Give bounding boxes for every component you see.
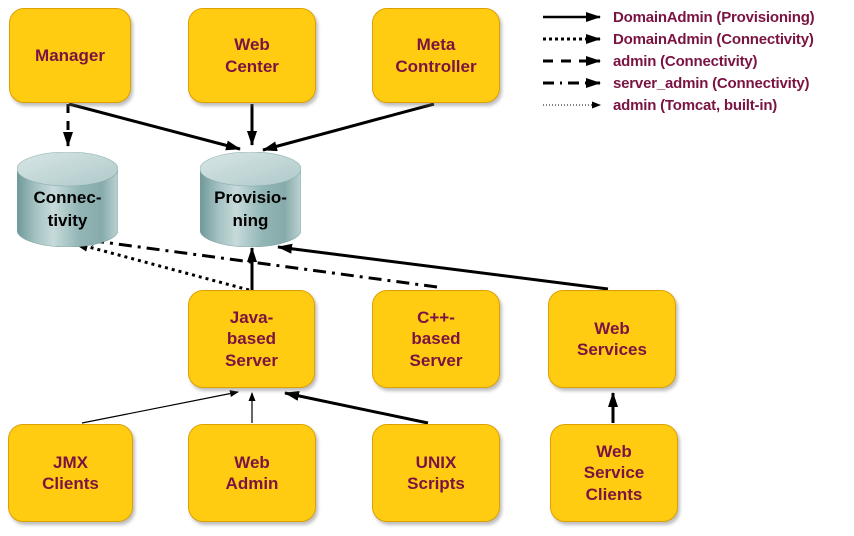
node-cpp-based-server: C++- based Server <box>372 290 500 388</box>
legend-label: DomainAdmin (Provisioning) <box>613 8 815 26</box>
legend-row-thin-dotted: admin (Tomcat, built-in) <box>542 94 852 116</box>
legend-row-solid: DomainAdmin (Provisioning) <box>542 6 852 28</box>
node-manager: Manager <box>9 8 131 103</box>
arrow-metacontroller-to-provisioning <box>262 102 435 152</box>
node-meta-controller: Meta Controller <box>372 8 500 103</box>
legend-label: server_admin (Connectivity) <box>613 74 810 92</box>
node-web-service-clients: Web Service Clients <box>550 424 678 522</box>
legend: DomainAdmin (Provisioning) DomainAdmin (… <box>542 6 852 116</box>
arrow-webservices-to-provisioning <box>277 243 609 291</box>
legend-label: admin (Tomcat, built-in) <box>613 96 778 114</box>
node-web-admin: Web Admin <box>188 424 316 522</box>
node-web-services: Web Services <box>548 290 676 388</box>
database-provisioning-label: Provisio- ning <box>214 188 287 230</box>
arrow-javaserver-to-connectivity <box>73 241 250 292</box>
arrow-unixscripts-to-javaserver <box>284 390 429 425</box>
database-provisioning: Provisio- ning <box>200 152 301 247</box>
legend-line-dotted-icon <box>543 34 601 44</box>
legend-label: admin (Connectivity) <box>613 52 758 70</box>
cylinder-shape <box>200 152 301 247</box>
arrow-manager-to-provisioning <box>68 102 241 151</box>
database-connectivity: Connec- tivity <box>17 152 118 247</box>
legend-row-dotted: DomainAdmin (Connectivity) <box>542 28 852 50</box>
node-jmx-clients: JMX Clients <box>8 424 133 522</box>
database-connectivity-label: Connec- tivity <box>33 188 102 230</box>
legend-line-dash-dot-icon <box>543 78 601 88</box>
legend-line-thin-dotted-icon <box>543 101 601 109</box>
cylinder-shape <box>17 152 118 247</box>
arrow-jmxclients-to-javaserver <box>81 390 239 424</box>
node-unix-scripts: UNIX Scripts <box>372 424 500 522</box>
legend-row-dashed: admin (Connectivity) <box>542 50 852 72</box>
legend-line-solid-icon <box>543 12 601 22</box>
legend-label: DomainAdmin (Connectivity) <box>613 30 814 48</box>
legend-row-dash-dot: server_admin (Connectivity) <box>542 72 852 94</box>
node-java-based-server: Java- based Server <box>188 290 315 388</box>
legend-line-dashed-icon <box>543 56 601 66</box>
node-web-center: Web Center <box>188 8 316 103</box>
